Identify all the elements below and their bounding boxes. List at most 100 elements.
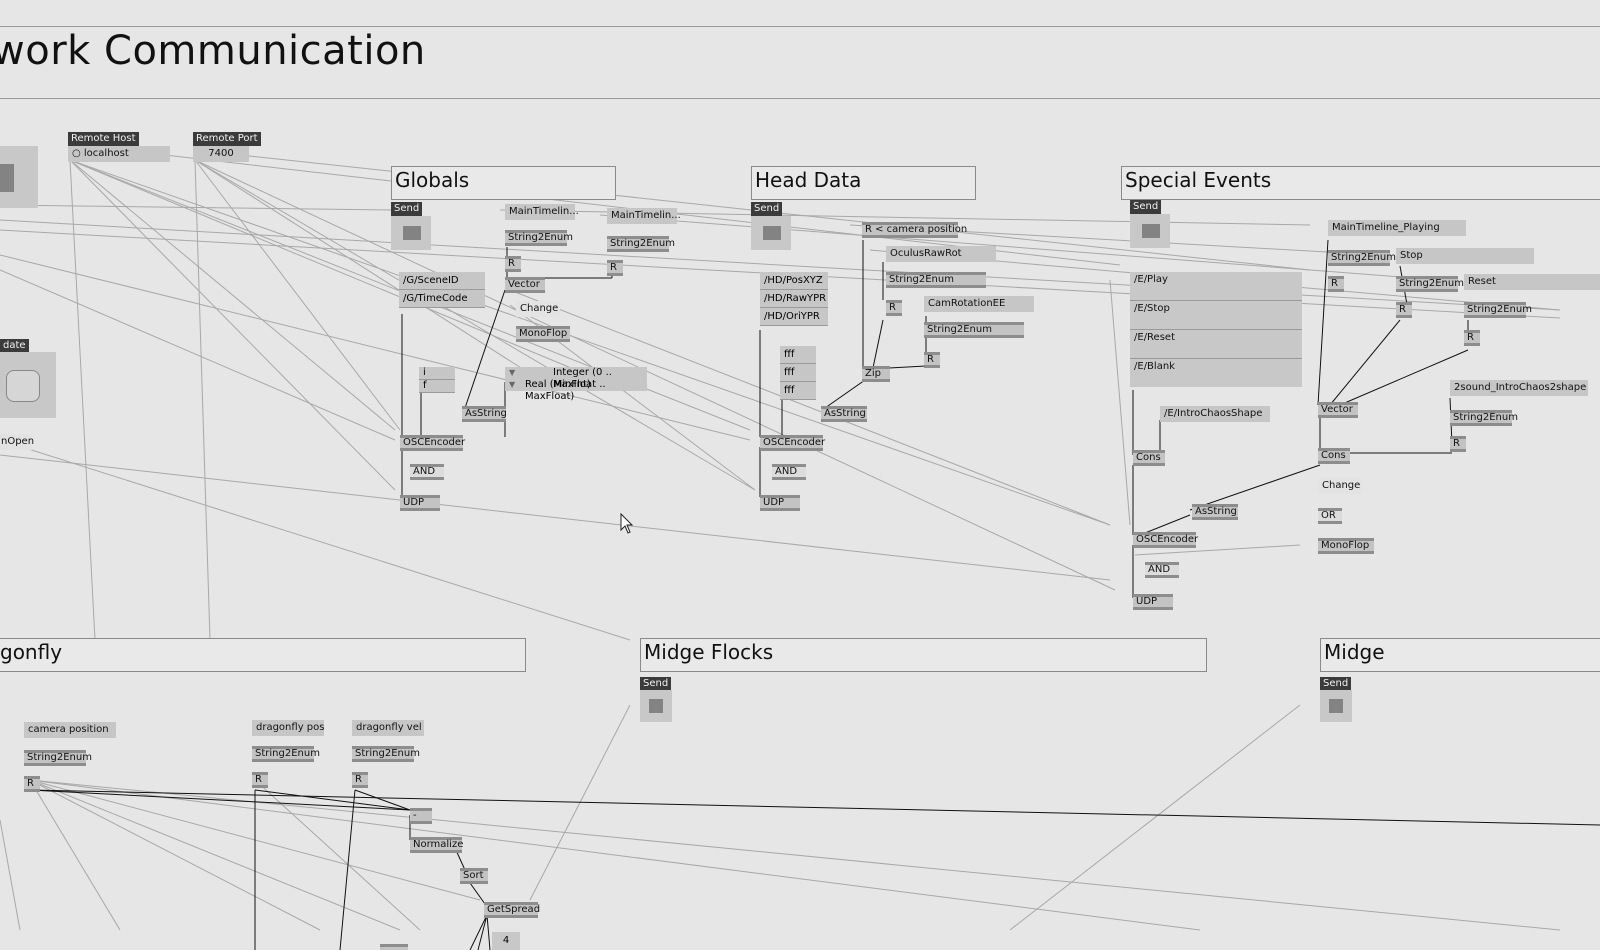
dragonfly-sort[interactable]: Sort [460, 868, 488, 884]
globals-address-timecode[interactable]: /G/TimeCode [399, 290, 485, 308]
globals-and[interactable]: AND [410, 464, 444, 480]
head-camrotation[interactable]: CamRotationEE [924, 296, 1034, 312]
head-r-1[interactable]: R [886, 300, 902, 316]
dragonfly-minus[interactable]: - [410, 808, 432, 824]
head-type-2[interactable]: fff [780, 364, 816, 382]
head-type-list[interactable]: fff fff fff [780, 346, 816, 400]
events-address-reset[interactable]: /E/Reset [1130, 330, 1302, 359]
head-string2enum-1[interactable]: String2Enum [886, 272, 986, 288]
group-head-data: Head Data [751, 166, 976, 200]
events-string2enum-4[interactable]: String2Enum [1450, 410, 1518, 426]
head-oculus-rawrot[interactable]: OculusRawRot [886, 246, 996, 262]
update-bang[interactable] [0, 352, 56, 418]
group-globals: Globals [391, 166, 616, 200]
main-bang-toggle[interactable] [0, 146, 38, 208]
events-main-timeline-playing[interactable]: MainTimeline_Playing [1328, 220, 1466, 236]
midge-flocks-send-bang[interactable] [640, 690, 672, 722]
remote-host-field[interactable]: ○ localhost [68, 146, 170, 162]
head-udp[interactable]: UDP [760, 495, 800, 511]
events-address-list[interactable]: /E/Play /E/Stop /E/Reset /E/Blank [1130, 272, 1302, 387]
dragonfly-hidden-node[interactable] [380, 944, 408, 950]
head-send-bang[interactable] [751, 216, 791, 250]
globals-send-bang[interactable] [391, 216, 431, 250]
midge-send-bang[interactable] [1320, 690, 1352, 722]
events-r-4[interactable]: R [1450, 436, 1466, 452]
globals-address-sceneid[interactable]: /G/SceneID [399, 272, 485, 290]
dragonfly-string2enum-2[interactable]: String2Enum [252, 746, 320, 762]
events-r-1[interactable]: R [1328, 276, 1344, 292]
open-toggle[interactable]: nOpen [0, 434, 34, 450]
globals-vector[interactable]: Vector [505, 277, 545, 293]
globals-timeline-input-1[interactable]: MainTimelin... [505, 204, 579, 220]
head-r-2[interactable]: R [924, 352, 940, 368]
globals-value-type-enum[interactable]: Integer (0 .. MaxInt) Real (MinFloat .. … [505, 367, 647, 402]
globals-string2enum-1[interactable]: String2Enum [505, 230, 573, 246]
events-address-blank[interactable]: /E/Blank [1134, 361, 1175, 372]
head-string2enum-2[interactable]: String2Enum [924, 322, 1024, 338]
events-r-3[interactable]: R [1464, 330, 1480, 346]
events-address-stop[interactable]: /E/Stop [1130, 301, 1302, 330]
events-string2enum-1[interactable]: String2Enum [1328, 250, 1396, 266]
head-send-label: Send [751, 202, 783, 216]
events-string2enum-2[interactable]: String2Enum [1396, 276, 1464, 292]
enum-option-integer[interactable]: Integer (0 .. MaxInt) [505, 367, 647, 390]
head-camera-position-receiver[interactable]: R < camera position [862, 222, 967, 238]
globals-r-2[interactable]: R [607, 260, 623, 276]
dragonfly-r-2[interactable]: R [252, 772, 268, 788]
events-cons-left[interactable]: Cons [1133, 450, 1165, 466]
events-reset[interactable]: Reset [1464, 274, 1600, 290]
globals-address-list[interactable]: /G/SceneID /G/TimeCode [399, 272, 485, 308]
enum-option-real[interactable]: Real (MinFloat .. MaxFloat) [505, 379, 647, 402]
head-and[interactable]: AND [772, 464, 806, 480]
dragonfly-r-1[interactable]: R [24, 776, 40, 792]
globals-type-f[interactable]: f [419, 380, 455, 393]
dragonfly-normalize[interactable]: Normalize [410, 837, 463, 853]
globals-r-1[interactable]: R [505, 256, 521, 272]
events-vector[interactable]: Vector [1318, 402, 1358, 418]
dragonfly-getspread[interactable]: GetSpread [484, 902, 540, 918]
remote-port-field[interactable]: 7400 [193, 146, 249, 162]
globals-oscencoder[interactable]: OSCEncoder [400, 435, 465, 451]
events-send-label: Send [1130, 200, 1162, 214]
globals-monoflop[interactable]: MonoFlop [516, 326, 570, 342]
events-intro-chaos-shape[interactable]: /E/IntroChaosShape [1160, 406, 1270, 422]
dragonfly-string2enum-3[interactable]: String2Enum [352, 746, 420, 762]
events-oscencoder[interactable]: OSCEncoder [1133, 532, 1198, 548]
head-type-1[interactable]: fff [780, 346, 816, 364]
head-address-oriypr[interactable]: /HD/OriYPR [760, 308, 828, 326]
dragonfly-pos[interactable]: dragonfly pos [252, 720, 324, 736]
events-change[interactable]: Change [1318, 478, 1362, 494]
head-zip[interactable]: Zip [862, 366, 890, 382]
group-midge: Midge [1320, 638, 1600, 672]
events-stop[interactable]: Stop [1396, 248, 1534, 264]
globals-change[interactable]: Change [516, 301, 560, 317]
events-and[interactable]: AND [1145, 562, 1179, 578]
events-intro-chaos-sound[interactable]: 2sound_IntroChaos2shape [1450, 380, 1588, 396]
dragonfly-vel[interactable]: dragonfly vel [352, 720, 424, 736]
dragonfly-string2enum-1[interactable]: String2Enum [24, 750, 92, 766]
events-cons-right[interactable]: Cons [1318, 448, 1350, 464]
events-or[interactable]: OR [1318, 508, 1342, 524]
head-address-posxyz[interactable]: /HD/PosXYZ [760, 272, 828, 290]
events-string2enum-3[interactable]: String2Enum [1464, 302, 1532, 318]
head-type-3[interactable]: fff [780, 382, 816, 400]
globals-timeline-input-2[interactable]: MainTimelin... [607, 208, 681, 224]
events-send-bang[interactable] [1130, 214, 1170, 248]
head-address-rawypr[interactable]: /HD/RawYPR [760, 290, 828, 308]
globals-string2enum-2[interactable]: String2Enum [607, 236, 675, 252]
head-address-list[interactable]: /HD/PosXYZ /HD/RawYPR /HD/OriYPR [760, 272, 828, 326]
globals-asstring[interactable]: AsString [462, 406, 507, 422]
head-asstring[interactable]: AsString [821, 406, 867, 422]
dragonfly-camera-position[interactable]: camera position [24, 722, 116, 738]
globals-udp[interactable]: UDP [400, 495, 440, 511]
events-udp[interactable]: UDP [1133, 594, 1173, 610]
head-oscencoder[interactable]: OSCEncoder [760, 435, 825, 451]
dragonfly-r-3[interactable]: R [352, 772, 368, 788]
events-r-2[interactable]: R [1396, 302, 1412, 318]
events-monoflop[interactable]: MonoFlop [1318, 538, 1374, 554]
dragonfly-spread-count[interactable]: 4 [492, 932, 520, 950]
globals-type-i[interactable]: i [419, 367, 455, 380]
events-asstring[interactable]: AsString [1192, 504, 1238, 520]
events-address-play[interactable]: /E/Play [1130, 272, 1302, 301]
globals-type-list[interactable]: i f [419, 367, 455, 393]
